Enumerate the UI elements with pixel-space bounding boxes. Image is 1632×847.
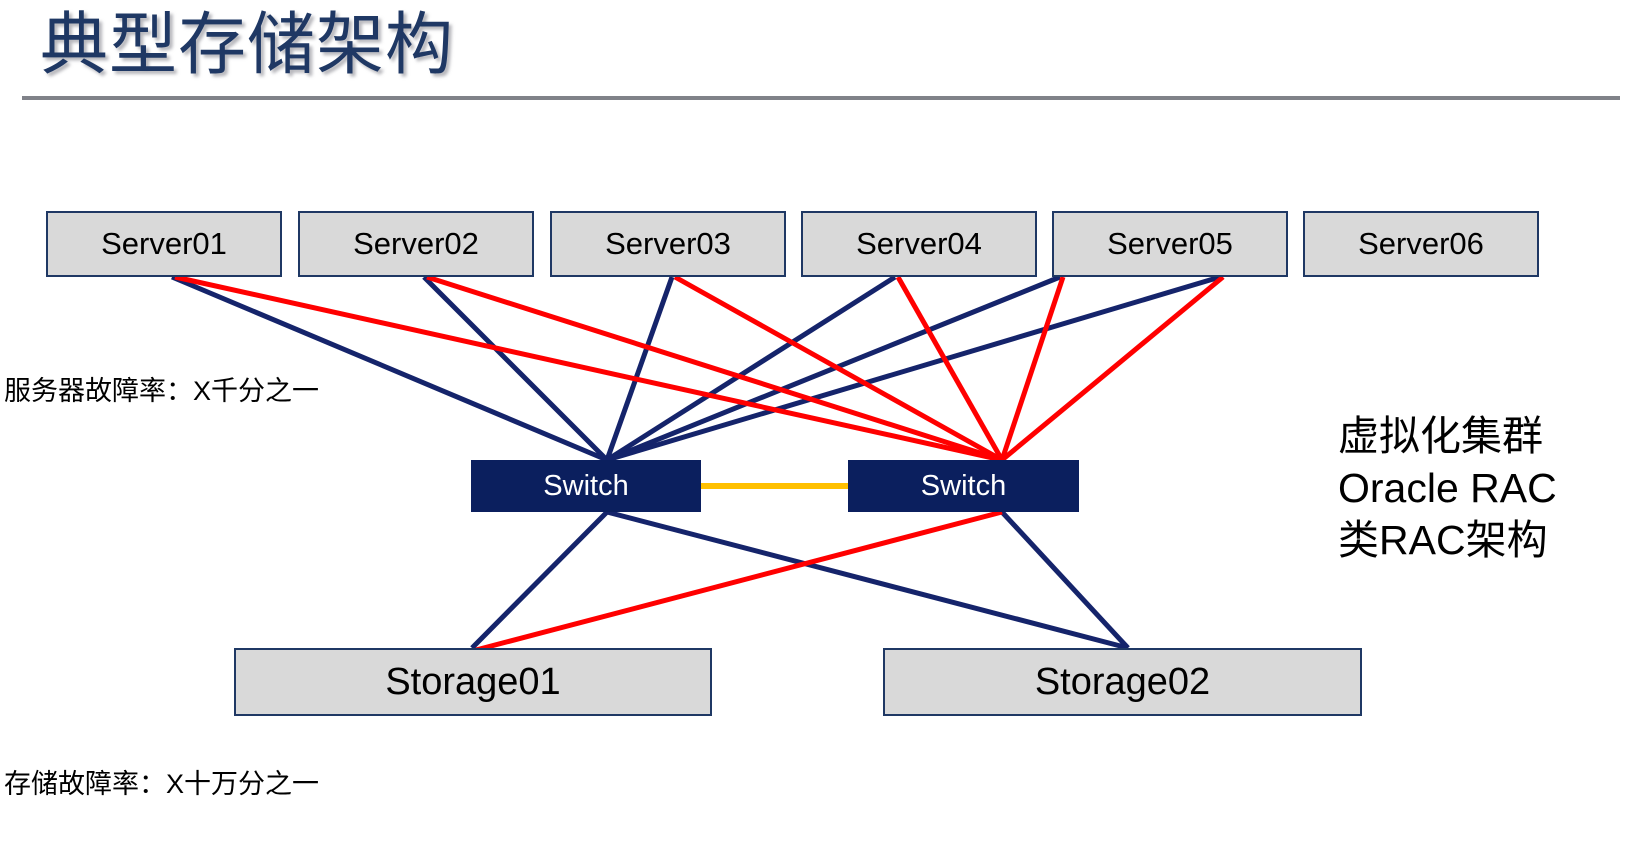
node-server02[interactable]: Server02	[298, 211, 534, 277]
link-group-navy-cross	[606, 509, 1129, 651]
cluster-note-block: 虚拟化集群 Oracle RAC 类RAC架构	[1338, 410, 1557, 566]
cluster-note-line-2: Oracle RAC	[1338, 465, 1557, 511]
link-group-red-servers-to-switch2	[174, 274, 1225, 463]
link-switch2-storage01	[475, 509, 1003, 653]
cluster-note-line-3: 类RAC架构	[1338, 517, 1548, 563]
node-storage02[interactable]: Storage02	[883, 648, 1362, 716]
node-storage01[interactable]: Storage01	[234, 648, 712, 716]
link-server03-switch1	[604, 276, 675, 461]
title-divider	[22, 96, 1620, 100]
link-switch2-storage02	[1000, 510, 1130, 650]
link-server04-switch2	[895, 275, 1005, 462]
node-server05[interactable]: Server05	[1052, 211, 1288, 277]
link-switch1-storage02	[606, 509, 1129, 651]
page-title: 典型存储架构	[40, 7, 455, 83]
node-switch-right[interactable]: Switch	[848, 460, 1079, 512]
node-server06[interactable]: Server06	[1303, 211, 1539, 277]
node-server03[interactable]: Server03	[550, 211, 786, 277]
link-server06-switch1	[606, 274, 1221, 463]
link-server02-switch1	[422, 275, 609, 462]
node-server04-label: Server04	[856, 226, 982, 261]
node-server02-label: Server02	[353, 226, 479, 261]
link-group-navy-servers-to-switch1	[171, 274, 1221, 463]
node-switch-right-label: Switch	[920, 469, 1007, 502]
node-storage01-label: Storage01	[385, 660, 561, 703]
annotation-server-failure-rate: 服务器故障率：X千分之一	[4, 376, 320, 406]
link-group-red-cross	[475, 509, 1003, 653]
link-server06-switch2	[1000, 275, 1225, 462]
node-server04[interactable]: Server04	[801, 211, 1037, 277]
annotation-storage-failure-rate: 存储故障率：X十万分之一	[4, 769, 320, 799]
link-server05-switch2	[999, 276, 1066, 461]
link-server02-switch2	[426, 274, 1003, 463]
link-server01-switch2	[174, 274, 1003, 463]
node-switch-left-label: Switch	[543, 469, 629, 502]
link-group-navy-switch-to-storage	[470, 510, 1130, 650]
node-storage02-label: Storage02	[1034, 660, 1211, 703]
link-switch1-storage01	[470, 510, 609, 650]
node-server06-label: Server06	[1358, 226, 1484, 261]
link-server04-switch1	[605, 274, 897, 463]
node-server01-label: Server01	[101, 226, 227, 261]
link-server03-switch2	[673, 274, 1004, 463]
node-switch-left[interactable]: Switch	[471, 460, 701, 512]
node-server05-label: Server05	[1107, 226, 1233, 261]
node-server03-label: Server03	[605, 226, 731, 261]
cluster-note-line-1: 虚拟化集群	[1338, 413, 1543, 459]
link-server01-switch1	[171, 274, 608, 463]
node-server01[interactable]: Server01	[46, 211, 282, 277]
